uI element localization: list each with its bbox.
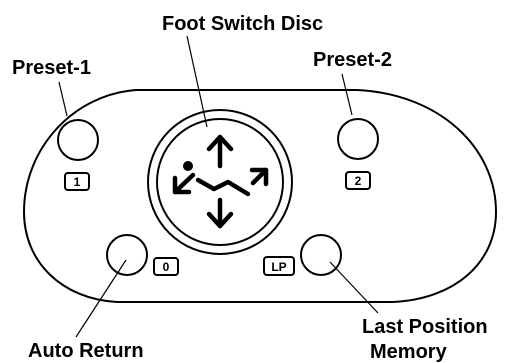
last-position-badge-text: LP [271, 260, 286, 274]
last-position-label-line2: Memory [370, 341, 448, 363]
preset-1-label: Preset-1 [12, 57, 91, 79]
auto-return-leader [75, 259, 127, 338]
pedal-housing [22, 89, 498, 303]
preset-1-badge-text: 1 [74, 175, 81, 189]
preset-1-button[interactable] [57, 119, 99, 161]
chair-head-icon [183, 161, 193, 171]
preset-2-leader [341, 73, 353, 116]
reclining-chair-icon [172, 134, 269, 229]
arrow-recline-back-icon [172, 172, 196, 195]
preset-2-label: Preset-2 [313, 49, 392, 71]
preset-2-badge-text: 2 [355, 174, 362, 188]
last-position-button[interactable] [300, 234, 342, 276]
foot-switch-disc-label: Foot Switch Disc [162, 13, 323, 35]
auto-return-badge-text: 0 [163, 260, 170, 274]
foot-switch-disc[interactable] [156, 118, 284, 246]
foot-switch-disc-outer-ring [147, 109, 293, 255]
auto-return-badge [153, 257, 179, 276]
preset-1-badge [64, 172, 90, 191]
preset-1-leader [58, 81, 68, 117]
auto-return-button[interactable] [106, 234, 148, 276]
last-position-leader [329, 261, 379, 314]
chair-body-icon [195, 177, 251, 197]
preset-2-badge [345, 171, 371, 190]
last-position-label-line1: Last Position [362, 316, 488, 338]
preset-2-button[interactable] [337, 118, 379, 160]
auto-return-label: Auto Return [28, 340, 144, 362]
last-position-badge [263, 256, 295, 276]
